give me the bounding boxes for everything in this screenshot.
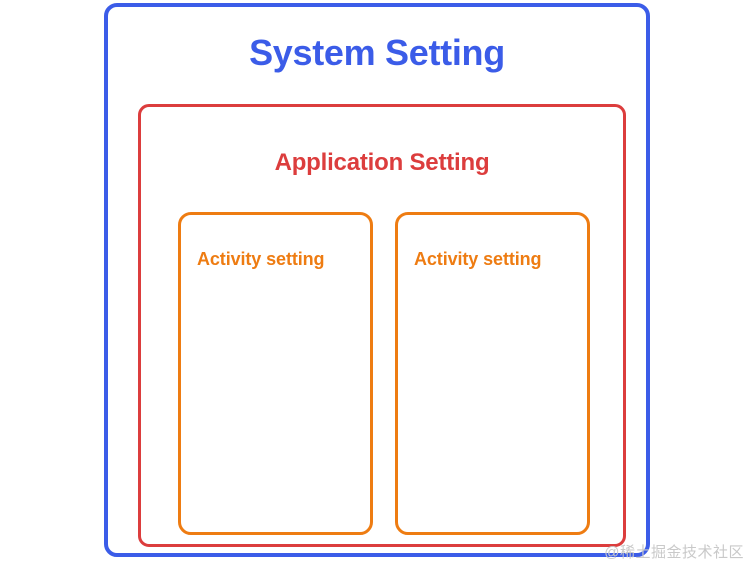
- system-setting-box: System Setting Application Setting Activ…: [104, 3, 650, 557]
- activity-setting-row: Activity setting Activity setting: [178, 212, 590, 535]
- activity-setting-box-2: Activity setting: [395, 212, 590, 535]
- application-setting-title: Application Setting: [274, 149, 490, 176]
- watermark-text: @稀土掘金技术社区: [604, 544, 744, 561]
- activity-setting-box-1: Activity setting: [178, 212, 373, 535]
- activity-setting-title-2: Activity setting: [414, 249, 542, 269]
- application-setting-box: Application Setting Activity setting Act…: [138, 104, 626, 547]
- system-setting-title: System Setting: [249, 32, 505, 73]
- activity-setting-title-1: Activity setting: [197, 249, 325, 269]
